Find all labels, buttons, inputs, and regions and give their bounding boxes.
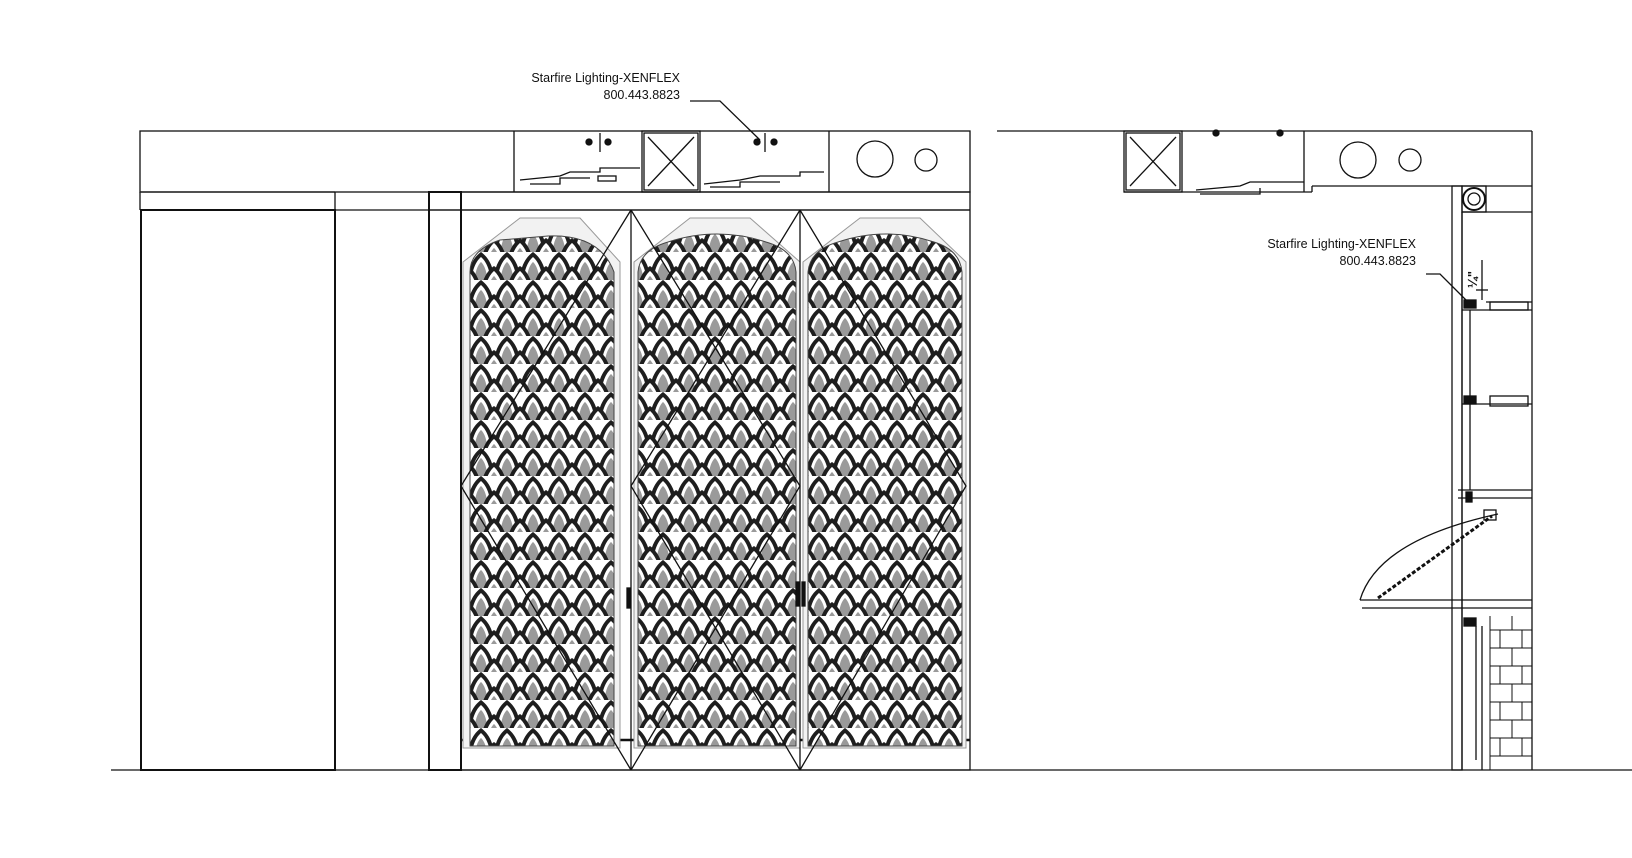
decorative-panels [462,217,967,749]
door-chain [1377,514,1493,600]
downlight-large [856,140,894,178]
leader-side [1426,273,1467,301]
downlight-small [914,148,938,172]
strip-light-right [703,133,824,188]
callout-front-product: Starfire Lighting-XENFLEX [531,71,680,85]
callout-front-phone: 800.443.8823 [603,88,680,102]
panel-1 [462,217,621,749]
door-handle [801,581,806,607]
panel-2 [633,217,801,749]
side-wall [1451,185,1463,771]
door-swing-arc [1359,513,1499,601]
door-swing-lines [460,209,967,771]
left-door [140,209,336,771]
callout-side-phone: 800.443.8823 [1339,254,1416,268]
callout-side: Starfire Lighting-XENFLEX 800.443.8823 [1212,236,1416,270]
side-strip-light [1195,181,1304,191]
side-downlight-large [1339,141,1377,179]
vent-box [641,130,701,193]
side-light-fixture [1462,187,1486,211]
soffit [139,130,971,193]
dimension-label: ¼" [1465,270,1480,288]
callout-front: Starfire Lighting-XENFLEX 800.443.8823 [476,70,680,104]
brick-wall [1489,616,1532,770]
narrow-post [428,191,462,771]
panel-3 [802,217,967,749]
door-handle [626,587,631,609]
panel-cabinet [460,191,971,771]
callout-side-product: Starfire Lighting-XENFLEX [1267,237,1416,251]
door-handle [795,581,800,607]
side-downlight-small [1398,148,1422,172]
leader-front [690,100,761,141]
strip-light-left [519,133,640,185]
